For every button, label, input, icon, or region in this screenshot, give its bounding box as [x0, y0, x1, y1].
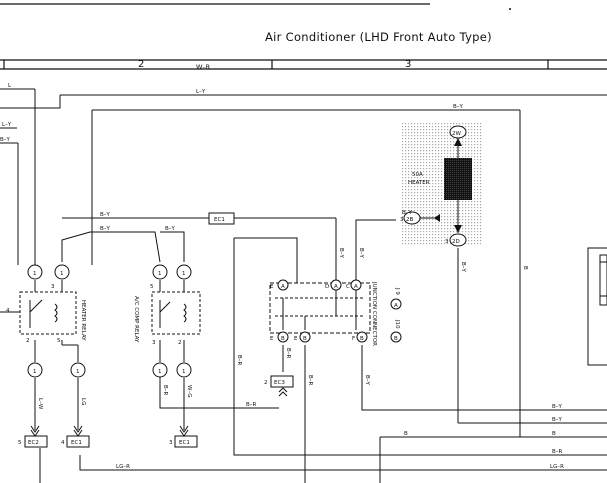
svg-text:B–R: B–R — [246, 402, 257, 408]
junction-connector: A A A B B B E D C E E F — [269, 279, 371, 343]
svg-text:1: 1 — [182, 369, 186, 375]
svg-text:L–Y: L–Y — [196, 89, 206, 95]
fuse-name: HEATER — [408, 180, 430, 186]
connector-ovals — [27, 264, 192, 378]
ac-comp-relay: 3 2 5 — [150, 284, 201, 346]
heater-relay: 4 2 5 3 — [6, 284, 77, 344]
svg-text:B: B — [360, 336, 364, 342]
svg-text:B–Y: B–Y — [460, 262, 466, 273]
svg-text:B–Y: B–Y — [165, 226, 176, 232]
j9-pin — [390, 298, 402, 310]
pin-2d: 2D — [452, 239, 460, 245]
svg-text:2: 2 — [178, 340, 182, 346]
heater-fuse-block — [402, 122, 482, 247]
ec1-left-label: EC1 — [71, 440, 82, 446]
svg-text:1: 1 — [158, 271, 162, 277]
svg-text:B–R: B–R — [236, 355, 242, 366]
ec1-right-pin: 3 — [169, 440, 173, 446]
svg-text:3: 3 — [152, 340, 156, 346]
ec1-left-pin: 4 — [61, 440, 65, 446]
svg-text:E: E — [294, 336, 298, 342]
wire-labels: L L–Y L–Y B–Y B–Y B–Y B–Y B–Y B–Y B–Y B–… — [0, 83, 564, 470]
svg-text:B–Y: B–Y — [358, 248, 364, 259]
svg-text:E: E — [270, 284, 274, 290]
svg-text:LG: LG — [80, 398, 86, 405]
ec1-right-label: EC1 — [179, 440, 190, 446]
pin-2b: 2B — [406, 217, 413, 223]
svg-text:1: 1 — [76, 369, 80, 375]
svg-text:B–R: B–R — [162, 385, 168, 396]
svg-text:B–Y: B–Y — [0, 137, 11, 143]
j9-label: J 9 — [394, 287, 400, 295]
svg-text:A: A — [334, 284, 338, 290]
svg-text:B–Y: B–Y — [552, 404, 563, 410]
svg-text:5: 5 — [150, 284, 154, 290]
heater-relay-label: HEATER RELAY — [80, 300, 86, 341]
diagram-title: Air Conditioner (LHD Front Auto Type) — [265, 30, 492, 44]
svg-text:B: B — [281, 336, 285, 342]
wires — [0, 88, 607, 483]
connector-oval-labels: 1 1 1 1 1 1 1 1 — [33, 271, 186, 375]
svg-text:L: L — [8, 83, 12, 89]
ec2-pin: 5 — [18, 440, 22, 446]
svg-text:B–Y: B–Y — [453, 104, 464, 110]
svg-text:B: B — [522, 266, 528, 270]
pin-2d-num: 3 — [445, 239, 449, 245]
ec3-pin: 2 — [264, 380, 268, 386]
svg-text:1: 1 — [158, 369, 162, 375]
svg-text:B–Y: B–Y — [338, 248, 344, 259]
svg-text:B–R: B–R — [307, 375, 313, 386]
svg-text:B: B — [552, 431, 556, 437]
pin-2b-num: 3 — [400, 217, 404, 223]
svg-text:B–Y: B–Y — [552, 417, 563, 423]
j10-pin-label: B — [394, 336, 398, 342]
junction-connector-label: JUNCTION CONNECTOR — [371, 281, 377, 346]
svg-text:B–Y: B–Y — [100, 212, 111, 218]
svg-text:LG–R: LG–R — [550, 464, 564, 470]
svg-text:1: 1 — [33, 271, 37, 277]
svg-text:3: 3 — [51, 284, 55, 290]
right-device — [599, 254, 607, 306]
j10-pin — [390, 331, 402, 343]
svg-text:C: C — [346, 284, 350, 290]
svg-text:5: 5 — [57, 338, 61, 344]
connector-arrows — [30, 387, 288, 437]
svg-text:LG–R: LG–R — [116, 464, 130, 470]
svg-text:1: 1 — [60, 271, 64, 277]
pin-2w: 2W — [452, 131, 461, 137]
wire-label-w-r: W–R — [196, 63, 211, 71]
svg-text:W–G: W–G — [186, 385, 192, 397]
svg-text:1: 1 — [182, 271, 186, 277]
ec-connectors — [24, 212, 294, 448]
ec1-top-label: EC1 — [214, 217, 225, 223]
svg-text:E: E — [270, 336, 274, 342]
svg-text:B–R: B–R — [285, 348, 291, 359]
svg-text:F: F — [352, 336, 355, 342]
svg-text:B: B — [404, 431, 408, 437]
fuse-amp: 50A — [412, 172, 423, 178]
svg-text:B–Y: B–Y — [100, 226, 111, 232]
svg-text:B–Y: B–Y — [402, 210, 413, 216]
svg-text:L–W: L–W — [37, 398, 43, 410]
svg-text:B–Y: B–Y — [364, 375, 370, 386]
column-2-label: 2 — [138, 59, 144, 70]
speck — [509, 8, 511, 10]
j10-label: J10 — [394, 319, 400, 329]
svg-text:B–R: B–R — [552, 449, 563, 455]
column-3-label: 3 — [405, 59, 411, 70]
svg-text:A: A — [281, 284, 285, 290]
svg-text:2: 2 — [26, 338, 30, 344]
svg-text:L–Y: L–Y — [2, 122, 12, 128]
ec2-label: EC2 — [28, 440, 39, 446]
svg-text:B: B — [303, 336, 307, 342]
svg-text:4: 4 — [6, 308, 10, 314]
header-rules — [0, 3, 607, 70]
svg-text:A: A — [354, 284, 358, 290]
ec3-label: EC3 — [274, 380, 285, 386]
svg-text:D: D — [325, 284, 329, 290]
ac-comp-relay-label: A/C COMP RELAY — [133, 296, 139, 343]
j9-pin-label: A — [394, 303, 398, 309]
svg-text:1: 1 — [33, 369, 37, 375]
